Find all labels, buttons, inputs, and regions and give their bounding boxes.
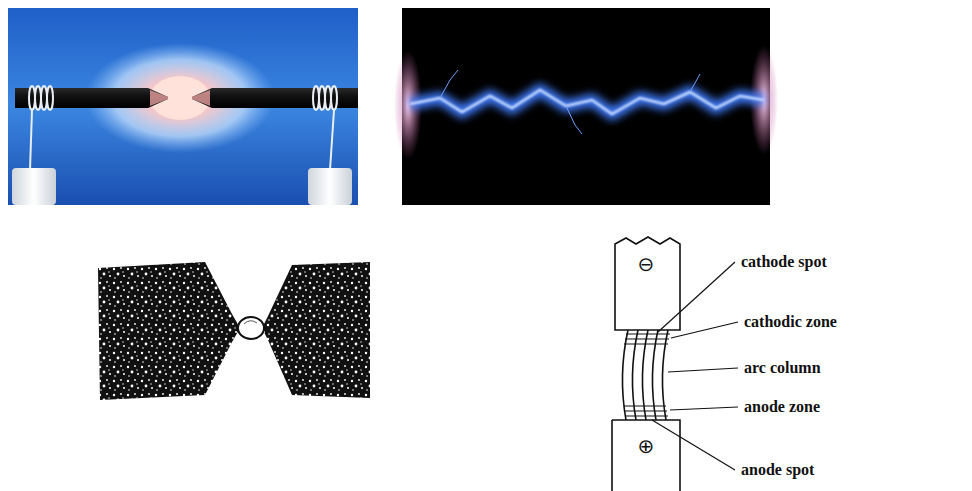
zone-label: cathodic zone xyxy=(742,313,839,331)
polarity-symbol: ⊖ xyxy=(638,254,655,274)
speckled-electrodes xyxy=(98,262,370,400)
zone-label: arc column xyxy=(742,359,823,377)
zone-label: anode zone xyxy=(742,398,822,416)
zone-label: cathode spot xyxy=(739,253,829,271)
electric-arc-photo xyxy=(394,8,778,205)
zone-label: anode spot xyxy=(739,461,816,479)
leader-lines xyxy=(652,262,738,470)
arc-zone-schematic xyxy=(612,237,738,491)
carbon-arc-photo xyxy=(8,8,358,205)
polarity-symbol: ⊕ xyxy=(638,436,655,456)
